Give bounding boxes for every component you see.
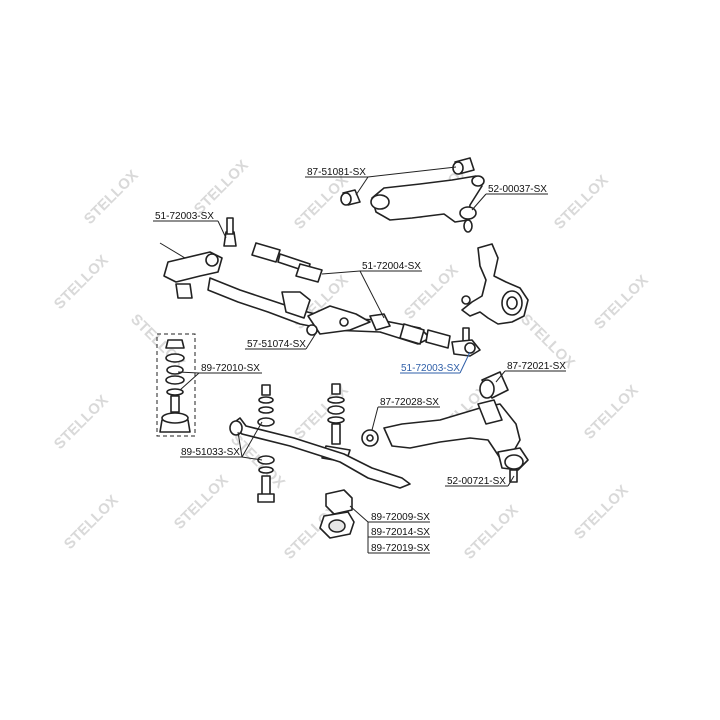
part-label-highlighted[interactable]: 51-72003-SX xyxy=(401,363,460,374)
part-label[interactable]: 51-72004-SX xyxy=(362,261,421,272)
part-label[interactable]: 89-72014-SX xyxy=(371,527,430,538)
watermark-text: STELLOX xyxy=(191,157,252,218)
stabilizer-link-kit-part xyxy=(156,333,196,437)
lower-arm-bushing-part xyxy=(479,371,509,399)
watermark-text: STELLOX xyxy=(571,482,632,543)
watermark-text: STELLOX xyxy=(551,172,612,233)
watermark-text: STELLOX xyxy=(81,167,142,228)
part-label[interactable]: 52-00037-SX xyxy=(488,184,547,195)
watermark-text: STELLOX xyxy=(61,492,122,553)
watermark-text: STELLOX xyxy=(461,502,522,563)
steering-knuckle-part xyxy=(461,243,529,325)
pitman-arm-part xyxy=(163,217,237,299)
watermark-text: STELLOX xyxy=(171,472,232,533)
watermark-text: STELLOX xyxy=(51,392,112,453)
center-link-part xyxy=(207,277,451,349)
watermark-text: STELLOX xyxy=(591,272,652,333)
part-labels: 87-51081-SX 52-00037-SX 51-72003-SX 51-7… xyxy=(155,167,566,554)
leader-lines xyxy=(153,166,566,554)
part-label[interactable]: 89-72019-SX xyxy=(371,543,430,554)
upper-control-arm-part xyxy=(370,175,485,233)
tie-rod-end-part xyxy=(451,327,481,357)
upper-arm-bushing-part xyxy=(340,157,475,206)
ball-joint-part xyxy=(497,447,529,483)
tie-rod-part xyxy=(251,242,323,283)
part-label[interactable]: 87-72021-SX xyxy=(507,361,566,372)
stabilizer-bar-part xyxy=(229,417,411,489)
lower-control-arm-part xyxy=(361,399,521,459)
part-label[interactable]: 51-72003-SX xyxy=(155,211,214,222)
part-label[interactable]: 52-00721-SX xyxy=(447,476,506,487)
part-label[interactable]: 57-51074-SX xyxy=(247,339,306,350)
stabilizer-bushing-part xyxy=(319,489,355,539)
part-label[interactable]: 87-72028-SX xyxy=(380,397,439,408)
watermark-text: STELLOX xyxy=(51,252,112,313)
part-label[interactable]: 89-51033-SX xyxy=(181,447,240,458)
watermark-text: STELLOX xyxy=(581,382,642,443)
stabilizer-link-stack-part xyxy=(257,384,275,503)
part-label[interactable]: 89-72010-SX xyxy=(201,363,260,374)
part-label[interactable]: 89-72009-SX xyxy=(371,512,430,523)
part-label[interactable]: 87-51081-SX xyxy=(307,167,366,178)
